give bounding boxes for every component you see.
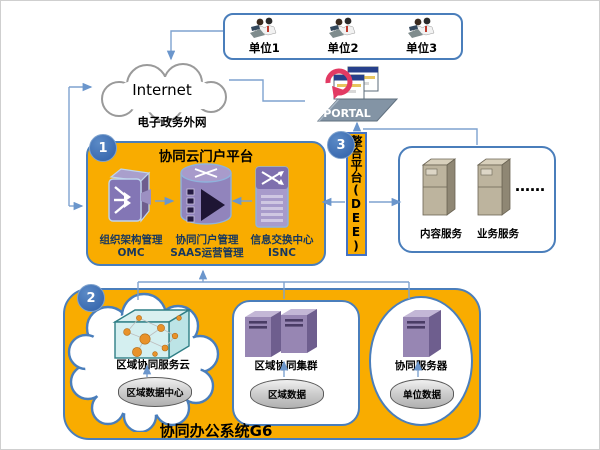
badge-2: 2: [77, 284, 105, 312]
module-omc-line2: OMC: [117, 247, 145, 259]
switch-server-icon: [255, 166, 289, 228]
module-omc: 组织架构管理 OMC: [89, 234, 173, 260]
network-cube-icon: [112, 308, 192, 360]
regional-cloud-label: 区域协同服务云: [116, 359, 190, 371]
internet-cloud-shape: [101, 63, 227, 122]
business-service-label: 业务服务: [477, 228, 519, 240]
portal-platform-title: 协同云门户平台: [158, 149, 254, 165]
internet-label: Internet: [132, 81, 192, 99]
server-cabinet-icon: [421, 158, 457, 216]
units-box: 单位1 单位2 单位: [223, 13, 463, 60]
module-isnc: 信息交换中心 ISNC: [243, 234, 321, 260]
unit-label: 单位3: [406, 41, 438, 55]
module-omc-line1: 组织架构管理: [99, 234, 163, 246]
regional-datacenter-cylinder: 区域数据中心: [118, 377, 192, 407]
unit-label: 单位2: [327, 41, 359, 55]
module-isnc-line2: ISNC: [268, 247, 296, 259]
merge-box-icon: [108, 168, 151, 223]
people-laptop-icon: [250, 17, 277, 38]
services-ellipsis: ……: [515, 177, 545, 195]
g6-title: 协同办公系统G6: [159, 422, 273, 440]
unit-1: 单位1: [247, 17, 281, 56]
collab-server-label: 协同服务器: [394, 360, 448, 372]
database-play-icon: [180, 163, 232, 225]
regional-data-cylinder: 区域数据: [250, 379, 324, 409]
badge-3: 3: [327, 131, 355, 159]
portal-label: PORTAL: [323, 107, 371, 120]
regional-cluster-label: 区域协同集群: [254, 360, 318, 372]
unit-3: 单位3: [405, 17, 439, 56]
server-tower-icon: [403, 310, 441, 357]
services-to-portal-connector: [363, 128, 478, 145]
module-saas: 协同门户管理 SAAS运营管理: [159, 234, 255, 260]
egov-extranet-label: 电子政务外网: [137, 115, 207, 129]
module-saas-line1: 协同门户管理: [175, 234, 239, 246]
people-laptop-icon: [328, 17, 356, 38]
content-service-label: 内容服务: [420, 228, 462, 240]
internet-to-portal-connector: [229, 79, 305, 102]
badge-1: 1: [89, 134, 117, 162]
server-tower-pair-icon: [245, 309, 317, 357]
module-saas-line2: SAAS运营管理: [170, 247, 244, 259]
unit-data-cylinder: 单位数据: [390, 379, 454, 409]
module-isnc-line1: 信息交换中心: [250, 234, 314, 246]
unit-2: 单位2: [326, 17, 360, 56]
dee-integration-bar: 整合平台(DEE): [346, 132, 367, 256]
units-to-internet-connector: [166, 30, 223, 61]
portal-icon: PORTAL: [316, 66, 399, 122]
unit-label: 单位1: [248, 41, 280, 55]
people-laptop-icon: [407, 17, 434, 38]
server-cabinet-icon: [476, 158, 512, 216]
